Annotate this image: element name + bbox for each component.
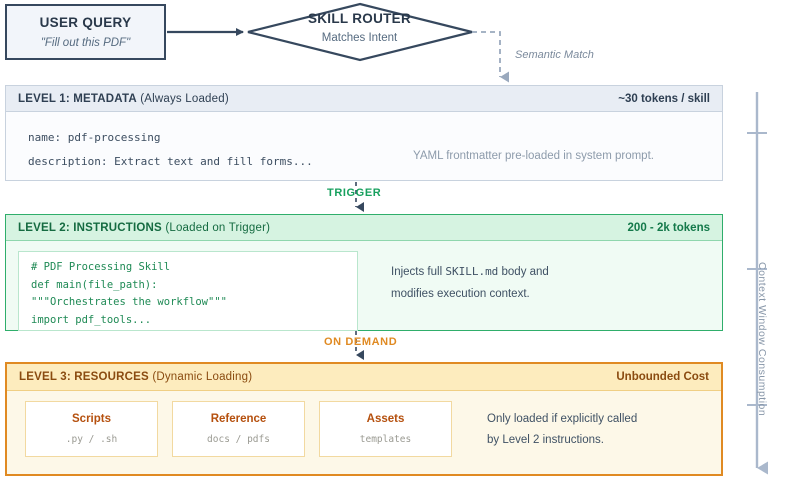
context-window-axis-label: Context Window Consumption xyxy=(756,262,768,417)
level-1-header: LEVEL 1: METADATA (Always Loaded) ~30 to… xyxy=(6,86,722,112)
level-3-title-main: LEVEL 3: RESOURCES xyxy=(19,371,149,383)
level-1-title-suffix: (Always Loaded) xyxy=(136,92,229,105)
level-1-title-main: LEVEL 1: METADATA xyxy=(18,92,137,105)
level-2-title-suffix: (Loaded on Trigger) xyxy=(161,221,271,234)
level-2-title-main: LEVEL 2: INSTRUCTIONS xyxy=(18,221,162,234)
level-2-note-line-1: Injects full SKILL.md body and xyxy=(391,261,549,283)
resource-card-scripts[interactable]: Scripts .py / .sh xyxy=(25,401,158,457)
skill-router-diamond xyxy=(247,2,473,62)
user-query-subtitle: "Fill out this PDF" xyxy=(40,36,131,49)
level-3-cost-badge: Unbounded Cost xyxy=(616,371,709,383)
trigger-connector-label: TRIGGER xyxy=(327,187,382,199)
level-2-note-mono: SKILL.md xyxy=(445,265,499,278)
resource-card-reference[interactable]: Reference docs / pdfs xyxy=(172,401,305,457)
level-1-code: name: pdf-processing description: Extrac… xyxy=(28,131,313,168)
level-3-note: Only loaded if explicitly called by Leve… xyxy=(487,409,637,451)
semantic-match-label: Semantic Match xyxy=(515,49,594,61)
level-3-title-suffix: (Dynamic Loading) xyxy=(148,371,253,383)
level-2-note-line-2: modifies execution context. xyxy=(391,288,530,300)
resource-card-subtitle: docs / pdfs xyxy=(207,434,270,445)
level-3-note-line-2: by Level 2 instructions. xyxy=(487,434,604,446)
user-query-box: USER QUERY "Fill out this PDF" xyxy=(5,4,166,60)
level-2-code-block: # PDF Processing Skill def main(file_pat… xyxy=(18,251,358,331)
level-3-panel: LEVEL 3: RESOURCES (Dynamic Loading) Unb… xyxy=(5,362,723,476)
resource-card-title: Reference xyxy=(210,413,267,425)
level-2-header: LEVEL 2: INSTRUCTIONS (Loaded on Trigger… xyxy=(6,215,722,241)
resource-card-title: Assets xyxy=(366,413,405,425)
level-2-note-pre: Injects full xyxy=(391,266,446,278)
level-2-note-post: body and xyxy=(498,266,549,278)
level-1-title: LEVEL 1: METADATA (Always Loaded) xyxy=(18,93,229,105)
resource-card-subtitle: .py / .sh xyxy=(65,434,118,445)
level-3-title: LEVEL 3: RESOURCES (Dynamic Loading) xyxy=(19,371,252,383)
level-1-cost-badge: ~30 tokens / skill xyxy=(618,92,710,105)
level-1-note: YAML frontmatter pre-loaded in system pr… xyxy=(413,150,654,162)
level-1-body: name: pdf-processing description: Extrac… xyxy=(6,112,722,181)
arrow-semantic-match xyxy=(472,31,509,83)
resource-card-assets[interactable]: Assets templates xyxy=(319,401,452,457)
level-3-header: LEVEL 3: RESOURCES (Dynamic Loading) Unb… xyxy=(7,364,721,391)
level-2-body: # PDF Processing Skill def main(file_pat… xyxy=(6,241,722,331)
resource-card-subtitle: templates xyxy=(359,434,412,445)
level-3-body: Scripts .py / .sh Reference docs / pdfs … xyxy=(7,391,721,474)
level-2-panel: LEVEL 2: INSTRUCTIONS (Loaded on Trigger… xyxy=(5,214,723,331)
level-2-title: LEVEL 2: INSTRUCTIONS (Loaded on Trigger… xyxy=(18,222,270,234)
resource-card-title: Scripts xyxy=(72,413,111,425)
level-3-note-line-1: Only loaded if explicitly called xyxy=(487,413,638,425)
level-2-note: Injects full SKILL.md body and modifies … xyxy=(391,261,549,331)
level-1-panel: LEVEL 1: METADATA (Always Loaded) ~30 to… xyxy=(5,85,723,181)
user-query-title: USER QUERY xyxy=(39,14,132,30)
level-2-cost-badge: 200 - 2k tokens xyxy=(627,221,710,234)
on-demand-connector-label: ON DEMAND xyxy=(324,336,398,348)
